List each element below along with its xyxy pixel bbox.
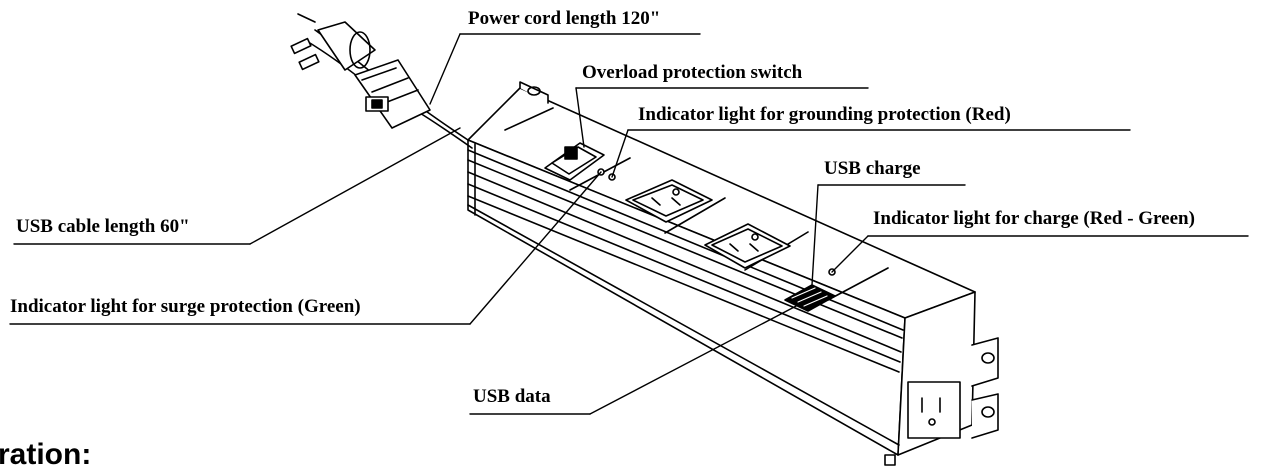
label-overload-switch: Overload protection switch	[582, 62, 803, 83]
outlet-2	[704, 223, 791, 269]
outlet-1	[625, 179, 713, 223]
label-usb-charge: USB charge	[824, 158, 921, 179]
label-surge-indicator: Indicator light for surge protection (Gr…	[10, 296, 361, 317]
usb-port-drawing	[784, 284, 836, 312]
end-outlet	[907, 381, 961, 439]
leader-lines	[9, 33, 1249, 415]
label-power-cord: Power cord length 120"	[468, 8, 661, 29]
label-usb-data: USB data	[473, 386, 551, 407]
label-usb-cable: USB cable length 60"	[16, 216, 190, 237]
cut-off-heading: ration:	[0, 438, 92, 469]
label-grounding-indicator: Indicator light for grounding protection…	[638, 104, 1011, 125]
power-plug	[290, 13, 376, 71]
usb-plug	[354, 59, 431, 129]
overload-switch-drawing	[544, 142, 605, 181]
label-charge-indicator: Indicator light for charge (Red - Green)	[873, 208, 1195, 229]
